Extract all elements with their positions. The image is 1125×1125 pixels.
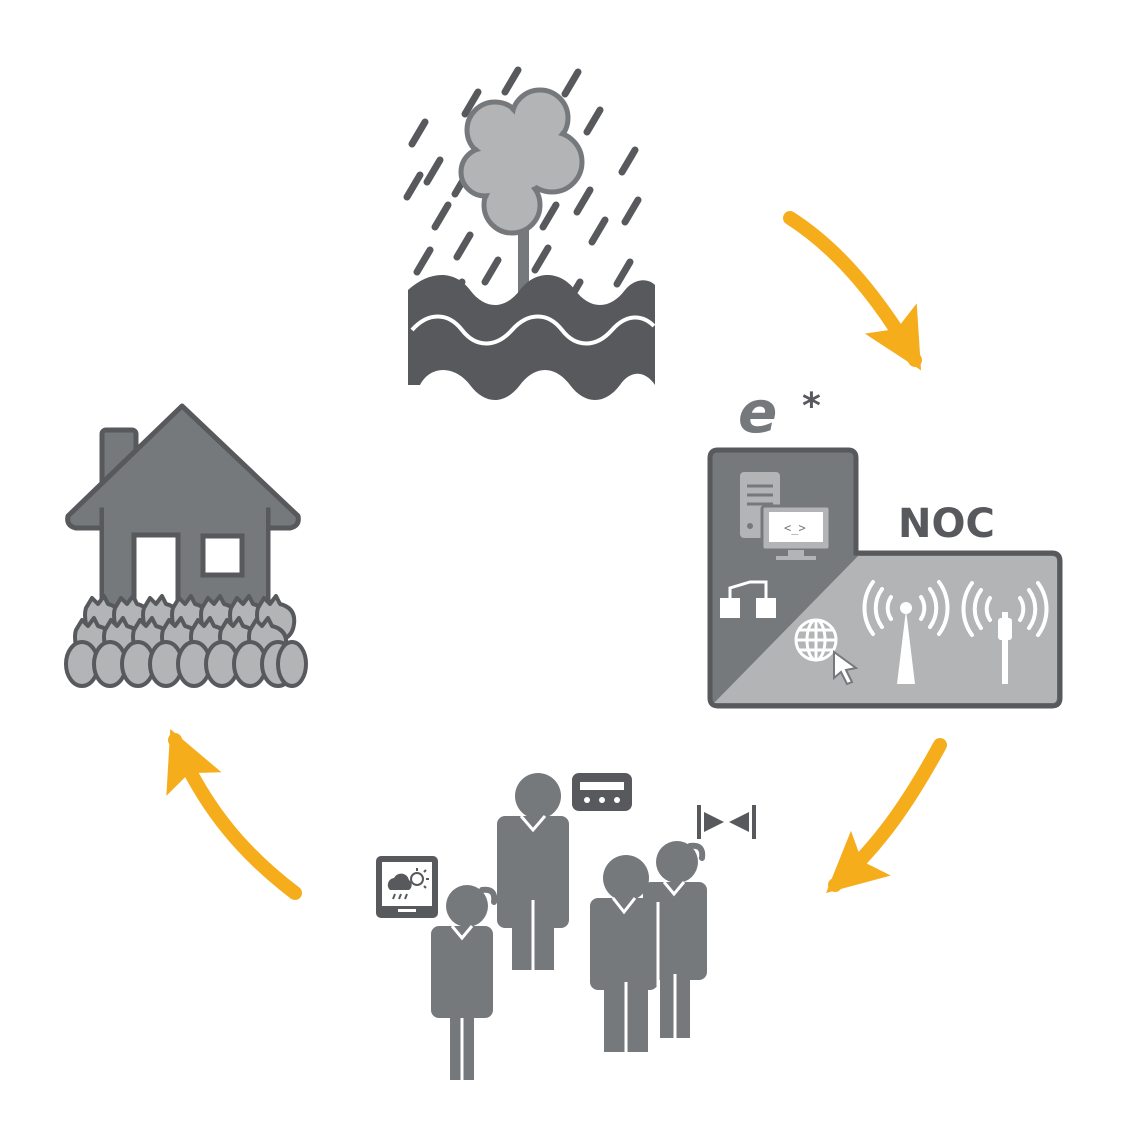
network-operations-center-icon: e * NOC <_> [707,378,1063,709]
noc-panel-light-area [714,556,1057,703]
sandbagged-house-icon [64,403,308,688]
network-nodes-icon [720,580,776,618]
arrow-storm-to-noc [783,211,922,371]
radio-receiver-icon [572,773,632,811]
tree-trunk [518,225,529,305]
public-alert-audience-icon [376,773,756,1080]
sandbags-front-row [64,640,308,688]
monitor-code-icon: <_> [760,504,832,560]
web-globe-icon [794,618,838,662]
person-woman-left [431,885,498,1080]
mouse-cursor-icon [833,650,859,686]
rain-tree-flood-icon [403,66,656,400]
cycle-arrows [166,211,947,900]
arrow-people-to-house [166,728,302,900]
flood-water [408,275,655,400]
person-man-right [590,855,660,1052]
radio-antenna-icon [961,581,1049,684]
tree-canopy-fill [464,93,579,230]
house-window [200,533,245,578]
svg-text:<_>: <_> [784,521,806,535]
noc-label: NOC [898,501,995,547]
broadcast-tower-icon [862,580,950,684]
arrow-noc-to-people [826,738,947,893]
noc-logo-letter: e [738,378,777,446]
person-tall-man [497,773,569,970]
weather-tablet-icon [376,856,438,918]
house-roof [65,403,301,531]
siren-speaker-icon [697,805,756,839]
flood-wave-line [410,314,656,346]
noc-logo-mark: * [802,386,821,427]
